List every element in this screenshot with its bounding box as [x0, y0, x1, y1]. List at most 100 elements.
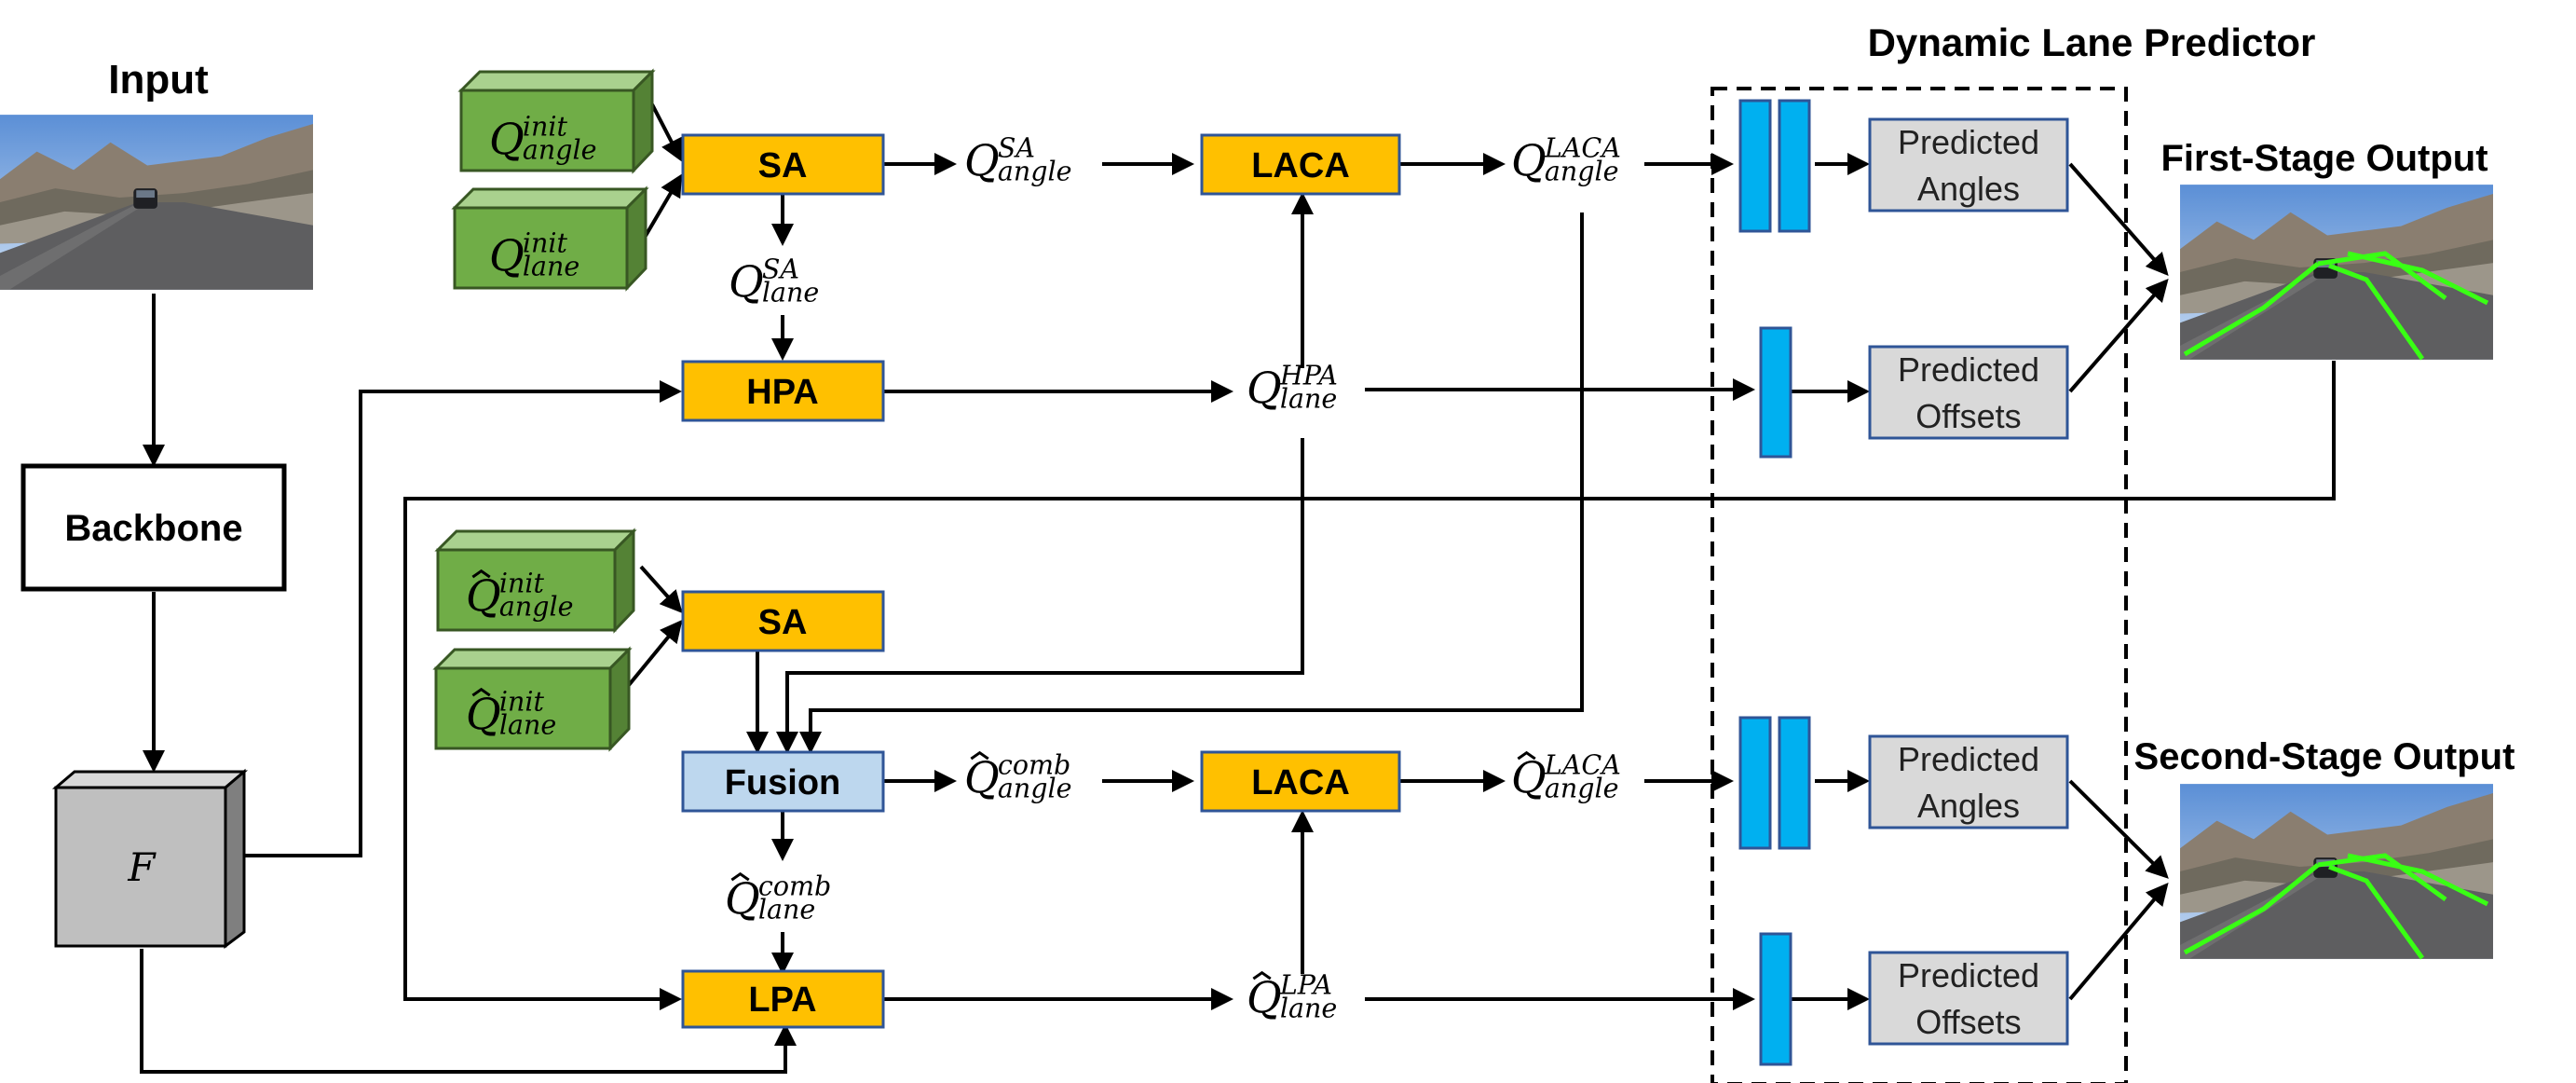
predicted-angles-top-line1: Predicted — [1898, 123, 2039, 161]
laca-bottom-box: LACA — [1200, 750, 1401, 813]
query-superscript: init — [499, 569, 545, 599]
query-base: Q — [729, 256, 764, 307]
query-superscript: LPA — [1279, 970, 1332, 1001]
predictor-bar — [1759, 326, 1792, 459]
query-init-lane-cube — [451, 185, 649, 292]
predicted-angles-top-box: Predicted Angles — [1868, 117, 2069, 212]
sa-bottom-box: SA — [681, 590, 885, 652]
predicted-offsets-bottom-line2: Offsets — [1915, 1003, 2021, 1041]
query-hat-accent — [471, 569, 491, 579]
query-base: Q — [489, 114, 525, 164]
query-hat-accent — [1252, 970, 1272, 980]
query-superscript: SA — [998, 133, 1035, 164]
second-stage-output-title: Second-Stage Output — [2134, 736, 2515, 777]
feature-map-label: F — [127, 844, 157, 890]
query-base: Q — [1511, 135, 1547, 185]
lane-line — [2347, 853, 2489, 907]
query-superscript: SA — [762, 254, 799, 285]
input-title: Input — [108, 57, 209, 103]
query-base: Q — [489, 230, 525, 281]
query-subscript: angle — [499, 592, 574, 623]
query-hat-init-lane-cube — [432, 646, 633, 752]
lane-line — [2347, 251, 2489, 306]
connections — [140, 103, 2336, 1074]
query-base: Q — [964, 752, 1000, 802]
laca-top-box: LACA — [1200, 133, 1401, 196]
predicted-offsets-top-box: Predicted Offsets — [1868, 345, 2069, 440]
laca-top-label: LACA — [1251, 146, 1350, 185]
sa-top-label: SA — [758, 146, 808, 185]
lane-line — [2183, 863, 2320, 955]
second-stage-output-image — [2180, 784, 2493, 960]
dynamic-lane-predictor-region — [1711, 87, 2128, 1083]
predictor-bar — [1738, 716, 1772, 850]
predicted-angles-bottom-line1: Predicted — [1898, 740, 2039, 778]
query-hat-accent — [471, 687, 491, 697]
predicted-offsets-top-line2: Offsets — [1915, 397, 2021, 435]
query-base: Q — [1247, 363, 1282, 413]
predicted-offsets-bottom-line1: Predicted — [1898, 956, 2039, 994]
feature-map-cube: F — [51, 768, 249, 949]
first-stage-output-title: First-Stage Output — [2160, 138, 2487, 179]
query-superscript: comb — [998, 750, 1070, 781]
lpa-label: LPA — [748, 980, 816, 1020]
hpa-box: HPA — [681, 360, 885, 422]
query-subscript: lane — [762, 278, 819, 308]
query-subscript: lane — [523, 252, 579, 282]
query-superscript: HPA — [1279, 361, 1338, 391]
query-superscript: init — [499, 687, 545, 718]
lpa-box: LPA — [681, 969, 885, 1029]
query-subscript: lane — [1280, 384, 1337, 415]
backbone-label: Backbone — [64, 508, 242, 549]
predicted-angles-bottom-box: Predicted Angles — [1868, 734, 2069, 829]
query-base: Q — [964, 135, 1000, 185]
first-stage-output-image — [2180, 185, 2493, 361]
query-superscript: LACA — [1544, 750, 1621, 781]
query-subscript: angle — [523, 135, 597, 166]
predicted-angles-top-line2: Angles — [1917, 170, 2020, 208]
predictor-bar — [1778, 99, 1811, 233]
query-base: Q — [725, 873, 760, 924]
query-superscript: init — [523, 112, 568, 143]
query-subscript: angle — [998, 774, 1072, 804]
predictor-bar — [1738, 99, 1772, 233]
query-subscript: lane — [499, 710, 556, 741]
predictor-title: Dynamic Lane Predictor — [1868, 21, 2316, 64]
predictor-bar — [1759, 932, 1792, 1066]
lane-line — [2317, 853, 2447, 902]
query-subscript: angle — [998, 157, 1072, 187]
query-base: Q — [466, 570, 501, 621]
lane-line — [2328, 263, 2425, 361]
query-hat-accent — [730, 871, 750, 882]
query-superscript: LACA — [1544, 133, 1621, 164]
query-superscript: comb — [758, 871, 831, 902]
sa-bottom-label: SA — [758, 603, 808, 642]
lane-line — [2183, 262, 2320, 357]
backbone-box: Backbone — [20, 463, 287, 592]
lane-line — [2317, 251, 2447, 301]
query-hat-accent — [1517, 750, 1536, 761]
query-hat-init-angle-cube — [434, 528, 637, 634]
query-subscript: lane — [1280, 994, 1337, 1024]
fusion-label: Fusion — [725, 763, 841, 802]
query-init-angle-cube — [457, 68, 656, 174]
query-subscript: lane — [758, 895, 815, 925]
lane-line — [2328, 864, 2425, 960]
fusion-box: Fusion — [681, 750, 885, 813]
predictor-bar — [1778, 716, 1811, 850]
predicted-offsets-bottom-box: Predicted Offsets — [1868, 951, 2069, 1046]
input-road-image — [0, 115, 313, 290]
query-hat-accent — [970, 750, 989, 761]
